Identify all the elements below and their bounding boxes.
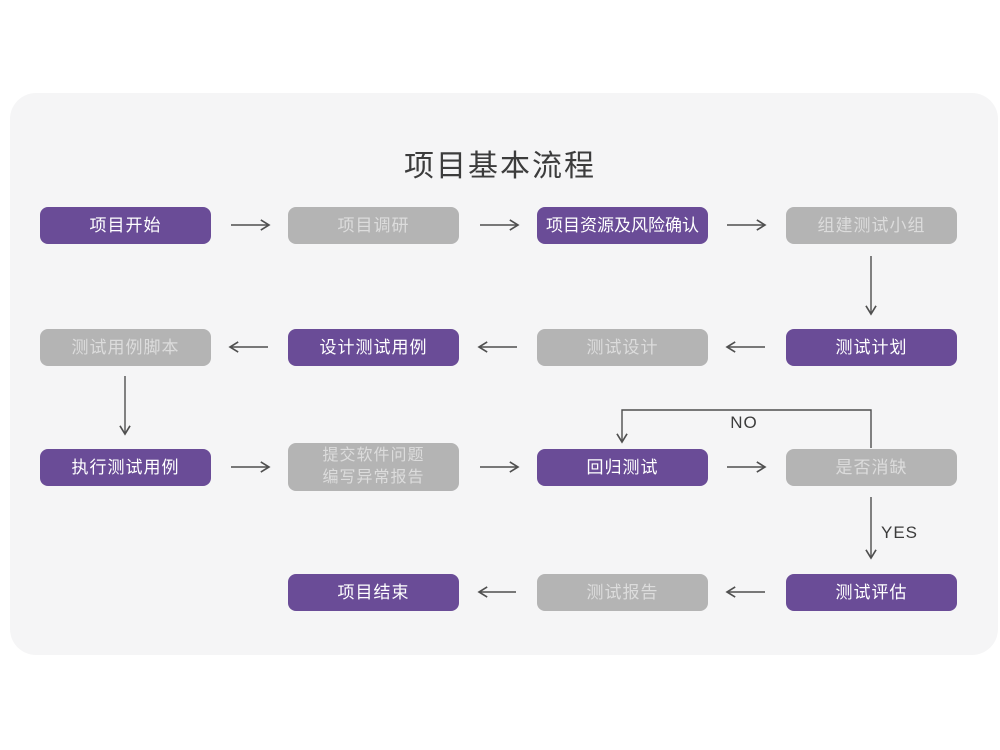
- node-regression-test: 回归测试: [537, 449, 708, 486]
- node-submit-issue-report: 提交软件问题 编写异常报告: [288, 443, 459, 491]
- node-test-case-script: 测试用例脚本: [40, 329, 211, 366]
- node-design-test-cases: 设计测试用例: [288, 329, 459, 366]
- node-project-research: 项目调研: [288, 207, 459, 244]
- page-title: 项目基本流程: [404, 150, 596, 183]
- branch-label-yes: YES: [881, 523, 919, 542]
- node-submit-issue-report-line1: 提交软件问题: [322, 447, 425, 464]
- flowchart-card: [10, 93, 998, 655]
- node-build-test-team: 组建测试小组: [786, 207, 957, 244]
- node-project-end: 项目结束: [288, 574, 459, 611]
- node-test-report: 测试报告: [537, 574, 708, 611]
- node-test-design: 测试设计: [537, 329, 708, 366]
- node-test-plan: 测试计划: [786, 329, 957, 366]
- branch-label-no: NO: [730, 413, 758, 432]
- node-test-evaluation: 测试评估: [786, 574, 957, 611]
- node-execute-test-cases: 执行测试用例: [40, 449, 211, 486]
- node-submit-issue-report-line2: 编写异常报告: [322, 469, 425, 486]
- node-project-start: 项目开始: [40, 207, 211, 244]
- node-defect-cleared-check: 是否消缺: [786, 449, 957, 486]
- node-resource-risk-confirm: 项目资源及风险确认: [537, 207, 708, 244]
